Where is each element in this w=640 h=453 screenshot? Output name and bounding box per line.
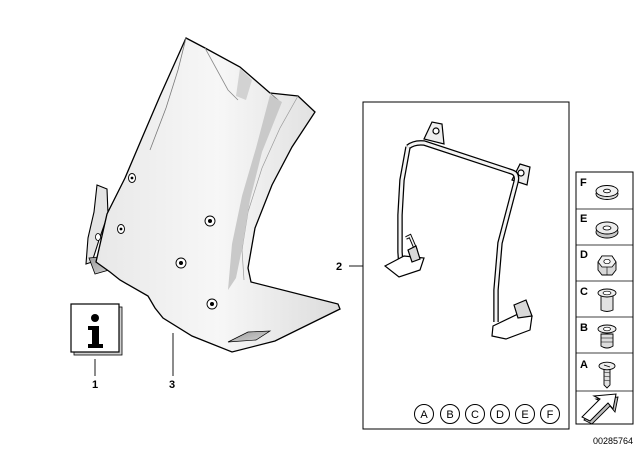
svg-text:D: D	[496, 409, 504, 421]
callout-number-2: 2	[336, 261, 342, 273]
circle-label-c: C	[465, 404, 485, 424]
mounting-hole	[206, 298, 218, 310]
hardware-row-e: E	[580, 213, 619, 239]
hardware-row-c: C	[580, 286, 617, 312]
hardware-row-d: D	[580, 249, 617, 276]
row-letter: B	[580, 322, 588, 334]
callout-number-1: 1	[92, 379, 98, 391]
hardware-row-a: A	[580, 359, 616, 389]
mounting-hole	[204, 215, 216, 227]
bracket-frame-box: 2 A B C	[336, 101, 570, 430]
spacer-sleeve-icon	[597, 288, 617, 312]
windscreen-outline	[95, 37, 341, 353]
svg-text:C: C	[471, 409, 479, 421]
hex-nut-icon	[597, 255, 617, 276]
svg-text:F: F	[547, 409, 554, 421]
direction-arrow-icon	[581, 393, 619, 425]
circle-label-d: D	[490, 404, 510, 424]
mounting-hole	[128, 173, 136, 183]
row-letter: D	[580, 249, 588, 261]
svg-text:E: E	[521, 409, 528, 421]
mounting-hole	[95, 233, 101, 241]
row-letter: E	[580, 213, 587, 225]
callout-number-3: 3	[169, 379, 175, 391]
hardware-row-b: B	[580, 322, 617, 349]
circle-label-b: B	[440, 404, 460, 424]
document-id: 00285764	[593, 436, 633, 446]
hardware-row-f: F	[580, 177, 619, 200]
bracket-circle-row: A B C D E F	[414, 404, 560, 424]
circle-label-f: F	[540, 404, 560, 424]
mounting-bracket	[383, 121, 533, 340]
hardware-panel: F E D	[575, 171, 634, 425]
windscreen-part	[85, 37, 341, 353]
row-letter: A	[580, 359, 588, 371]
screw-icon	[598, 361, 616, 389]
mounting-hole	[117, 224, 125, 234]
rivet-nut-icon	[597, 324, 617, 349]
circle-label-a: A	[414, 404, 434, 424]
mounting-hole	[175, 257, 187, 269]
row-letter: F	[580, 177, 587, 189]
svg-text:A: A	[420, 409, 428, 421]
flat-washer-icon	[595, 185, 619, 200]
circle-label-e: E	[515, 404, 535, 424]
row-letter: C	[580, 286, 588, 298]
svg-text:B: B	[446, 409, 453, 421]
info-icon	[70, 303, 123, 356]
rubber-washer-icon	[595, 221, 619, 239]
